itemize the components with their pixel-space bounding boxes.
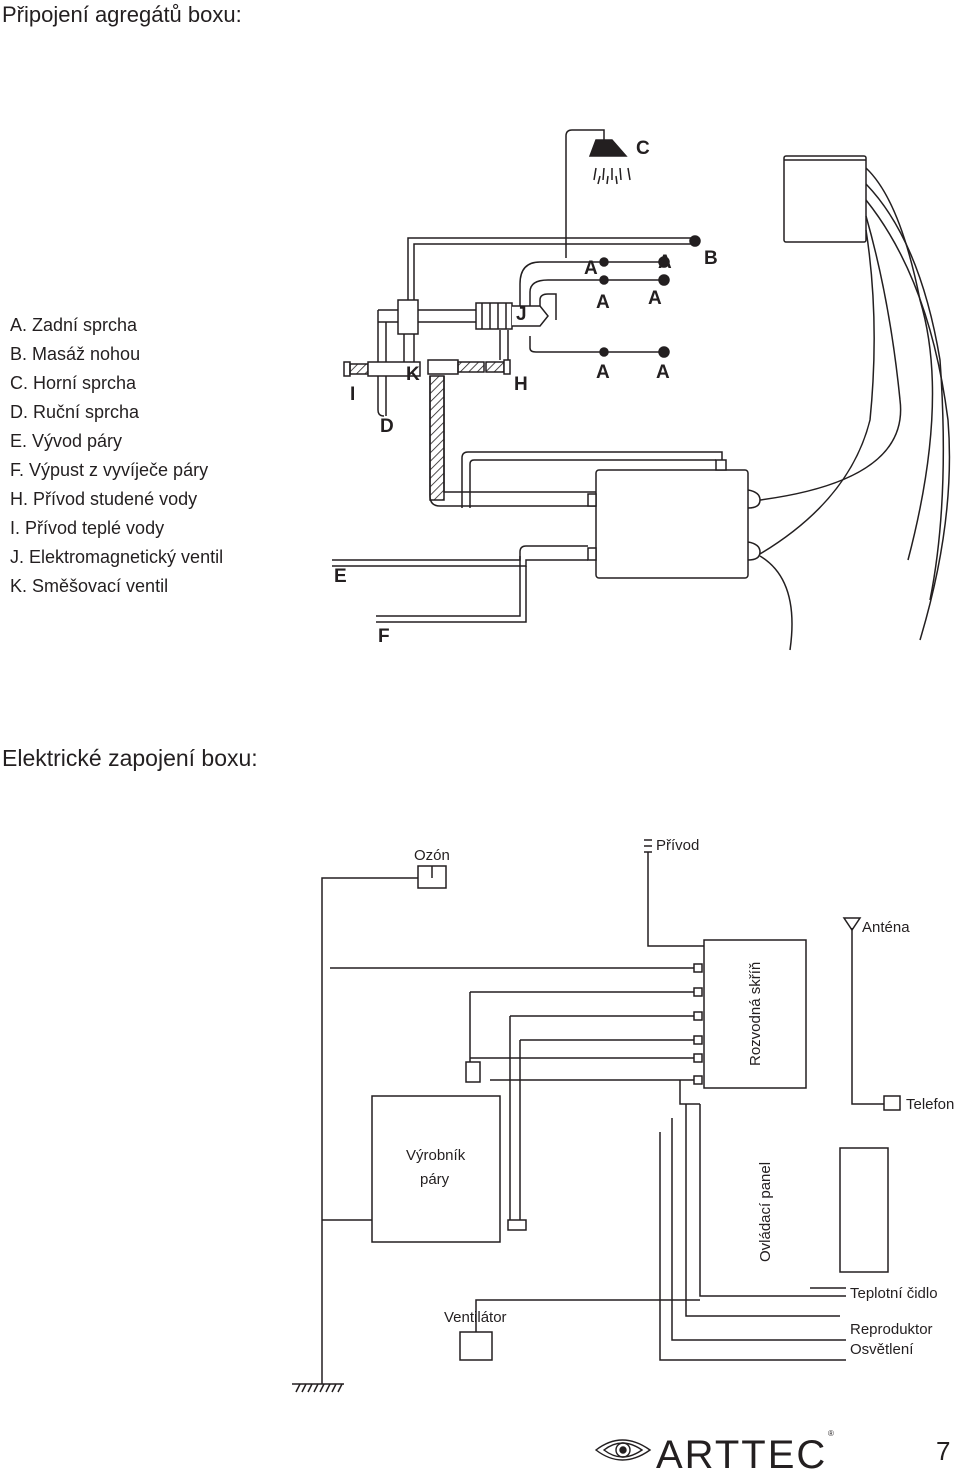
fan-box — [459, 1331, 493, 1361]
control-box-plumbing — [759, 155, 951, 651]
legend-item-e: E. Vývod páry — [10, 431, 123, 451]
label-a4: A — [648, 288, 662, 309]
plumbing-diagram: C B A A A A A A J H K I D E F — [332, 129, 951, 651]
distribution-box — [703, 939, 807, 1089]
label-teplotni: Teplotní čidlo — [850, 1285, 938, 1302]
mixing-junction — [377, 299, 549, 417]
label-reproduktor: Reproduktor — [850, 1321, 933, 1338]
label-ovladaci: Ovládací panel — [757, 1162, 774, 1262]
legend-item-h: H. Přívod studené vody — [10, 489, 198, 509]
electrical-diagram: Ozón Přívod Anténa Rozvodná skříň Telefo… — [292, 837, 954, 1393]
legend-item-b: B. Masáž nohou — [10, 344, 141, 364]
plumbing-section-title: Připojení agregátů boxu: — [2, 2, 242, 27]
eye-icon — [594, 1439, 652, 1461]
page-number: 7 — [936, 1436, 951, 1466]
registered-mark: ® — [828, 1429, 834, 1438]
brand-name: ARTTEC — [656, 1433, 827, 1472]
steam-generator-box — [371, 1095, 501, 1243]
label-k: K — [406, 364, 420, 385]
legend-item-i: I. Přívod teplé vody — [10, 518, 165, 538]
legend-item-c: C. Horní sprcha — [10, 373, 137, 393]
label-a5: A — [596, 362, 610, 383]
overhead-shower — [565, 129, 631, 258]
control-panel — [839, 1147, 889, 1273]
label-a1: A — [584, 258, 598, 279]
label-j: J — [516, 304, 527, 325]
label-a6: A — [656, 362, 670, 383]
plumbing-labels: C B A A A A A A J H K I D E F — [334, 138, 718, 647]
legend-item-f: F. Výpust z vyvíječe páry — [10, 460, 209, 480]
label-a2: A — [658, 252, 672, 273]
steam-generator-unit — [332, 451, 761, 623]
electrical-labels: Ozón Přívod Anténa Rozvodná skříň Telefo… — [406, 837, 954, 1358]
label-privod: Přívod — [656, 837, 699, 854]
label-telefon: Telefon — [906, 1096, 954, 1113]
electrical-section-title: Elektrické zapojení boxu: — [2, 745, 258, 771]
label-osvetleni: Osvětlení — [850, 1341, 914, 1358]
legend-item-j: J. Elektromagnetický ventil — [10, 547, 224, 567]
wiring — [292, 839, 884, 1393]
legend-item-a: A. Zadní sprcha — [10, 315, 138, 335]
label-i: I — [350, 384, 355, 405]
plumbing-legend: A. Zadní sprcha B. Masáž nohou C. Horní … — [10, 311, 223, 601]
water-inlets — [343, 359, 596, 507]
label-ozon: Ozón — [414, 847, 450, 864]
label-rozvodna: Rozvodná skříň — [747, 962, 764, 1066]
label-vyrobnik-1: Výrobník — [406, 1147, 466, 1164]
label-h: H — [514, 374, 528, 395]
phone-box — [883, 1095, 901, 1111]
legend-item-d: D. Ruční sprcha — [10, 402, 140, 422]
label-f: F — [378, 626, 390, 647]
distribution-pipes — [407, 235, 701, 358]
label-e: E — [334, 566, 347, 587]
legend-item-k: K. Směšovací ventil — [10, 576, 169, 596]
label-ventilator: Ventilátor — [444, 1309, 507, 1326]
label-d: D — [380, 416, 394, 437]
label-vyrobnik-2: páry — [420, 1171, 450, 1188]
arttec-logo: ARTTEC ® — [594, 1429, 834, 1472]
label-b: B — [704, 248, 718, 269]
label-c: C — [636, 138, 650, 159]
label-a3: A — [596, 292, 610, 313]
label-antena: Anténa — [862, 919, 910, 936]
